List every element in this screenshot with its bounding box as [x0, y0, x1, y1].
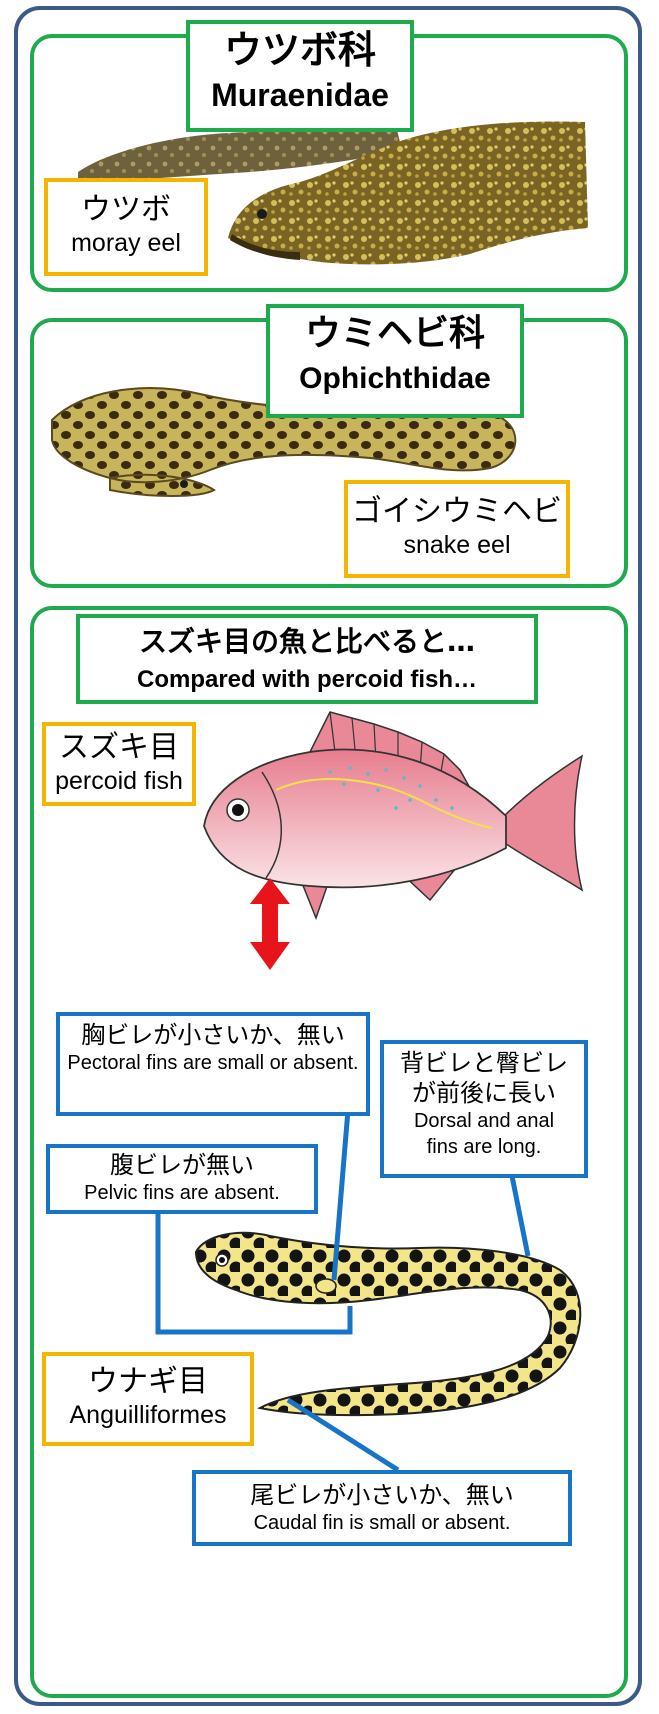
comparison-title-en: Compared with percoid fish… [136, 666, 478, 693]
pectoral-fin-label: 胸ビレが小さいか、無い Pectoral fins are small or a… [56, 1012, 370, 1116]
percoid-fish-label: スズキ目 percoid fish [42, 722, 196, 806]
pectoral-fin-label-jp: 胸ビレが小さいか、無い [81, 1021, 345, 1049]
outer-frame [14, 6, 642, 1706]
dorsal-anal-fin-label-en-1: Dorsal and anal [413, 1110, 555, 1132]
muraenidae-title-jp: ウツボ科 [223, 28, 376, 72]
dorsal-anal-fin-label-en-2: fins are long. [426, 1136, 542, 1158]
moray-eel-label-jp: ウツボ [81, 192, 171, 227]
ophichthidae-title-box: ウミヘビ科 Ophichthidae [266, 304, 524, 418]
comparison-title-box: スズキ目の魚と比べると… Compared with percoid fish… [76, 614, 538, 704]
pelvic-fin-label: 腹ビレが無い Pelvic fins are absent. [46, 1144, 318, 1214]
dorsal-anal-fin-label-jp-2: が前後に長い [412, 1079, 556, 1107]
anguilliformes-label: ウナギ目 Anguilliformes [42, 1352, 254, 1446]
comparison-title-jp: スズキ目の魚と比べると… [138, 625, 475, 658]
percoid-fish-illustration [203, 711, 584, 921]
caudal-fin-label-jp: 尾ビレが小さいか、無い [250, 1481, 514, 1509]
pelvic-fin-label-en: Pelvic fins are absent. [84, 1182, 280, 1204]
dorsal-anal-fin-label-jp-1: 背ビレと臀ビレ [400, 1049, 568, 1077]
muraenidae-title-box: ウツボ科 Muraenidae [186, 20, 414, 132]
anguilliformes-label-en: Anguilliformes [69, 1401, 227, 1429]
percoid-fish-label-jp: スズキ目 [59, 730, 179, 765]
panel-comparison [30, 606, 628, 1698]
dorsal-anal-fin-label: 背ビレと臀ビレ が前後に長い Dorsal and anal fins are … [380, 1040, 588, 1178]
caudal-fin-label-en: Caudal fin is small or absent. [253, 1512, 511, 1534]
ophichthidae-title-en: Ophichthidae [299, 362, 491, 395]
snake-eel-label: ゴイシウミヘビ snake eel [344, 480, 570, 578]
pectoral-fin-label-en: Pectoral fins are small or absent. [67, 1052, 359, 1074]
muraenidae-title-en: Muraenidae [211, 77, 389, 113]
pelvic-fin-label-jp: 腹ビレが無い [110, 1151, 254, 1179]
anguilliformes-label-jp: ウナギ目 [88, 1364, 208, 1399]
snake-eel-label-jp: ゴイシウミヘビ [352, 494, 562, 529]
caudal-fin-label: 尾ビレが小さいか、無い Caudal fin is small or absen… [192, 1470, 572, 1546]
ophichthidae-title-jp: ウミヘビ科 [304, 313, 485, 354]
moray-eel-label: ウツボ moray eel [44, 178, 208, 276]
moray-eel-photo [78, 121, 588, 265]
percoid-fish-label-en: percoid fish [55, 767, 183, 795]
red-double-arrow-icon [250, 878, 290, 970]
snake-eel-label-en: snake eel [403, 531, 511, 559]
moray-eel-label-en: moray eel [71, 229, 181, 257]
